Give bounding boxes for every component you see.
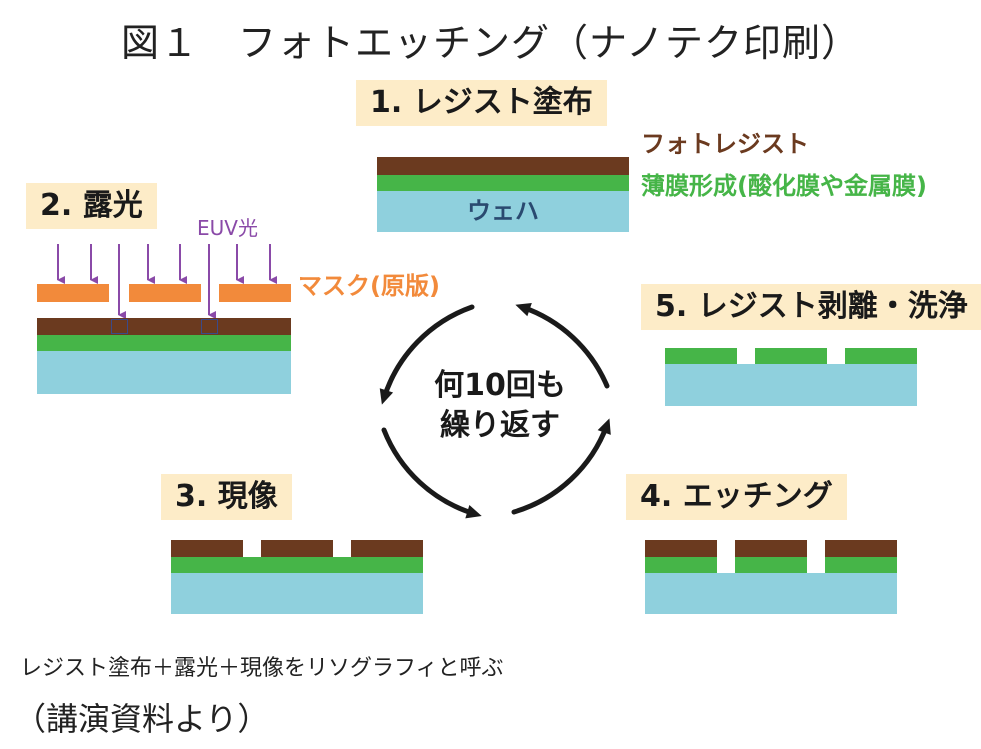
thin-film-label: 薄膜形成(酸化膜や金属膜) — [641, 172, 927, 200]
exposed-area — [201, 319, 218, 334]
photoresist-label: フォトレジスト — [641, 130, 809, 158]
thin-film-segment — [825, 557, 897, 573]
wafer-layer — [665, 364, 917, 406]
thin-film-segment — [665, 348, 737, 364]
cycle-arrow-top-right — [515, 302, 610, 389]
photoresist-segment — [645, 540, 717, 557]
euv-label: EUV光 — [197, 216, 258, 240]
page-title: 図１ フォトエッチング（ナノテク印刷） — [120, 21, 861, 65]
cycle-label: 何10回も 繰り返す — [410, 366, 590, 446]
thin-film-segment — [845, 348, 917, 364]
step-5-stack — [665, 348, 917, 406]
cycle-label-line1: 何10回も — [434, 368, 566, 403]
cycle-arrow-top-left — [379, 304, 475, 405]
photoresist-segment — [735, 540, 807, 557]
step-5-label: 5. レジスト剥離・洗浄 — [641, 284, 981, 330]
thin-film-segment — [645, 557, 717, 573]
lithography-note: レジスト塗布＋露光＋現像をリソグラフィと呼ぶ — [20, 656, 504, 681]
wafer-layer: ウェハ — [377, 191, 629, 232]
thin-film-layer — [37, 335, 291, 351]
exposed-area — [111, 319, 128, 334]
wafer-layer — [171, 573, 423, 614]
mask-segment — [37, 284, 109, 302]
step-1-label: 1. レジスト塗布 — [356, 80, 607, 126]
mask-segment — [129, 284, 201, 302]
photoresist-segment — [261, 540, 333, 557]
step-4-label: 4. エッチング — [626, 474, 847, 520]
step-2-label: 2. 露光 — [26, 183, 157, 229]
photoresist-segment — [351, 540, 423, 557]
photoresist-segment — [825, 540, 897, 557]
step-4-stack — [645, 540, 897, 614]
step-1-stack: ウェハ — [377, 157, 629, 232]
cycle-label-line2: 繰り返す — [440, 408, 560, 443]
wafer-layer — [37, 351, 291, 394]
cycle-arrow-bottom-left — [381, 427, 482, 519]
source-note: （講演資料より） — [14, 700, 270, 738]
mask-segment — [219, 284, 291, 302]
thin-film-segment — [735, 557, 807, 573]
mask-label: マスク(原版) — [298, 272, 440, 300]
thin-film-segment — [755, 348, 827, 364]
cycle-arrow-bottom-right — [511, 418, 611, 515]
step-3-label: 3. 現像 — [161, 474, 292, 520]
step-3-stack — [171, 540, 423, 614]
thin-film-layer — [377, 175, 629, 191]
wafer-layer — [645, 573, 897, 614]
step-2-stack — [37, 318, 291, 394]
photoresist-layer — [377, 157, 629, 175]
thin-film-layer — [171, 557, 423, 573]
wafer-label: ウェハ — [467, 197, 539, 225]
photoresist-segment — [171, 540, 243, 557]
photoresist-layer — [37, 318, 291, 335]
